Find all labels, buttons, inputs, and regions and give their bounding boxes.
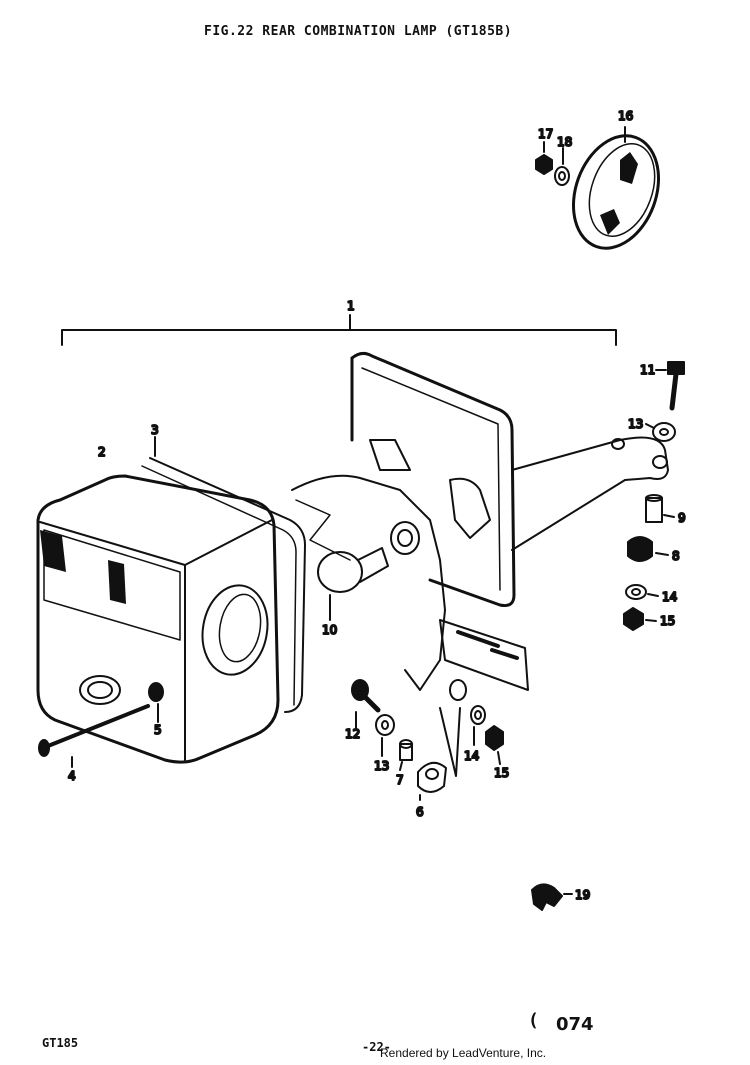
page-code: 074 [556,1014,594,1035]
washer-part-18 [554,147,570,186]
nut-part-15-right [623,607,657,631]
washer-part-5 [148,682,164,723]
clip-part-19 [531,883,573,911]
callout-9: 9 [678,511,686,525]
assembly-bracket [61,314,617,346]
gasket-part-3 [141,436,306,713]
callout-13-lower: 13 [374,759,389,773]
callout-3: 3 [151,423,159,437]
washer-part-13-lower [375,714,395,757]
bulb-part-10 [317,547,389,621]
washer-part-14-right [625,584,659,600]
washer-part-14-lower [470,705,486,746]
lamp-housing-part-2 [36,474,280,764]
license-lamp-assembly-part-1 [291,315,669,701]
callout-16: 16 [618,109,633,123]
callout-13-upper: 13 [628,417,643,431]
callout-17: 17 [538,127,553,141]
callout-4: 4 [68,769,76,783]
callout-10: 10 [322,623,337,637]
callout-6: 6 [416,805,424,819]
screw-part-4 [38,704,150,768]
callout-19: 19 [575,888,590,902]
collar-part-9 [645,494,675,523]
model-label: GT185 [42,1036,79,1050]
rendered-by-credit: Rendered by LeadVenture, Inc. [380,1046,547,1060]
callout-12: 12 [345,727,360,741]
callout-5: 5 [154,723,162,737]
callout-15-lower: 15 [494,766,509,780]
reflector-part-16 [571,126,661,250]
collar-part-7 [399,739,413,771]
callout-14-right: 14 [662,590,677,604]
callout-15-right: 15 [660,614,675,628]
page-number: -22- [362,1040,391,1054]
grommet-part-8 [627,536,669,562]
bolt-part-11 [655,361,685,411]
callout-8: 8 [672,549,680,563]
callout-18: 18 [557,135,572,149]
callout-14-lower: 14 [464,749,479,763]
callout-7: 7 [396,773,404,787]
nut-part-15-lower [485,725,504,765]
callout-11: 11 [640,363,655,377]
callout-2: 2 [98,445,106,459]
code-mark: ( [528,1010,539,1031]
bolt-part-12 [351,679,381,729]
washer-part-13-upper [645,422,676,442]
nut-part-17 [535,141,553,175]
grommet-part-6 [417,707,461,801]
callout-1: 1 [347,299,355,313]
figure-title: FIG.22 REAR COMBINATION LAMP (GT185B) [204,24,513,39]
